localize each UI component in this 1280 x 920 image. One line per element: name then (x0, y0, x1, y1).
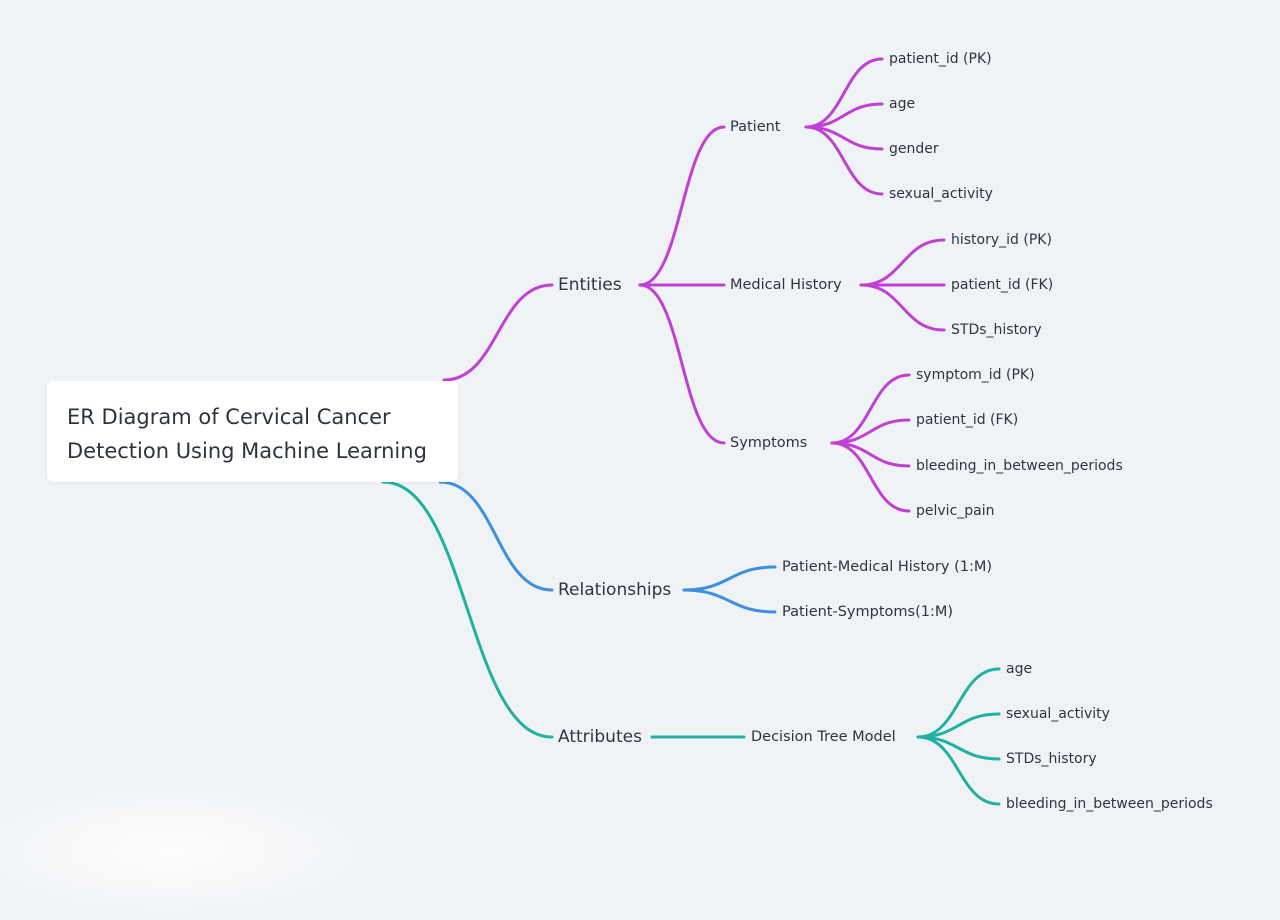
patient-attr[interactable]: gender (889, 141, 939, 157)
root-topic-card[interactable]: ER Diagram of Cervical Cancer Detection … (47, 381, 458, 482)
connector-medical-history-attr (859, 238, 946, 287)
connector-root-attributes (381, 480, 554, 739)
medical-history-attr[interactable]: patient_id (FK) (951, 277, 1054, 293)
model-feature[interactable]: age (1006, 661, 1033, 677)
model-feature[interactable]: sexual_activity (1006, 706, 1110, 722)
connector-entities-symptoms (638, 283, 726, 445)
entity-patient[interactable]: Patient (730, 119, 781, 135)
connector-patient-attr (804, 57, 884, 129)
medical-history-attr[interactable]: history_id (PK) (951, 232, 1052, 248)
connector-entities-patient (638, 125, 726, 287)
connector-root-entities (442, 283, 554, 382)
connector-relationship (682, 588, 777, 614)
entity-symptoms[interactable]: Symptoms (730, 435, 808, 451)
relationship-patient-symptoms[interactable]: Patient-Symptoms(1:M) (782, 604, 954, 620)
model-feature[interactable]: bleeding_in_between_periods (1006, 796, 1213, 812)
connector-model-feature (916, 667, 1001, 739)
connector-root-relationships (438, 480, 554, 592)
root-topic-title: ER Diagram of Cervical Cancer Detection … (67, 405, 427, 463)
patient-attr[interactable]: patient_id (PK) (889, 51, 992, 67)
branch-entities[interactable]: Entities (558, 275, 622, 295)
connector-symptoms-attr (830, 441, 911, 513)
symptoms-attr[interactable]: symptom_id (PK) (916, 367, 1035, 383)
symptoms-attr[interactable]: patient_id (FK) (916, 412, 1019, 428)
medical-history-attr[interactable]: STDs_history (951, 322, 1042, 338)
connector-medical-history-attr (859, 283, 946, 332)
relationship-patient-medical-history[interactable]: Patient-Medical History (1:M) (782, 559, 993, 575)
connector-relationship (682, 565, 777, 592)
patient-attr[interactable]: sexual_activity (889, 186, 993, 202)
branch-attributes[interactable]: Attributes (558, 727, 642, 747)
connector-lines (381, 57, 1001, 806)
connector-patient-attr (804, 125, 884, 196)
symptoms-attr[interactable]: bleeding_in_between_periods (916, 458, 1123, 474)
symptoms-attr[interactable]: pelvic_pain (916, 503, 995, 519)
patient-attr[interactable]: age (889, 96, 916, 112)
branch-relationships[interactable]: Relationships (558, 580, 672, 600)
connector-symptoms-attr (830, 373, 911, 445)
model-feature[interactable]: STDs_history (1006, 751, 1097, 767)
entity-medical-history[interactable]: Medical History (730, 277, 842, 293)
decision-tree-model[interactable]: Decision Tree Model (751, 729, 896, 745)
mind-map-canvas: ER Diagram of Cervical Cancer Detection … (0, 51, 1213, 920)
connector-model-feature (916, 735, 1001, 806)
